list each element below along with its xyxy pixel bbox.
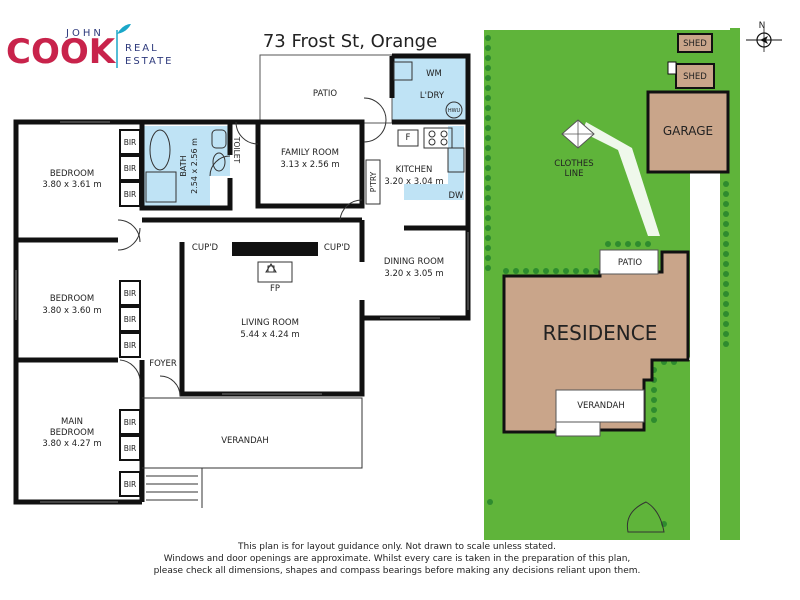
label-line: LINE [565,169,584,179]
house-plan: BEDROOM 3.80 x 3.61 m BEDROOM 3.80 x 3.6… [13,53,471,508]
size-family: 3.13 x 2.56 m [280,160,339,170]
label-wm: WM [426,69,442,79]
size-kitchen: 3.20 x 3.04 m [384,177,443,187]
label-main-bedroom-1: MAIN [61,417,83,427]
label-cupd-2: CUP'D [324,243,351,253]
label-bir: BIR [124,418,137,427]
label-main-bedroom-2: BEDROOM [50,428,94,438]
label-bir: BIR [124,164,137,173]
shed-1 [677,33,713,53]
label-verandah: VERANDAH [221,436,269,446]
address-title: 73 Frost St, Orange [263,31,437,52]
label-dining: DINING ROOM [384,257,444,267]
label-bir: BIR [124,480,137,489]
label-shed-2: SHED [683,72,707,82]
label-laundry: L'DRY [420,91,445,101]
toilet-area [210,126,230,176]
compass-icon [746,28,782,52]
label-family: FAMILY ROOM [281,148,339,158]
label-site-verandah: VERANDAH [577,401,625,411]
label-site-patio: PATIO [618,258,642,268]
driveway [690,172,720,540]
label-patio: PATIO [313,89,337,99]
label-bir: BIR [124,315,137,324]
label-bir: BIR [124,138,137,147]
label-foyer: FOYER [149,359,177,369]
fireplace-wall [232,242,318,256]
logo-estate: ESTATE [125,56,174,67]
label-bath: BATH [179,155,188,176]
label-toilet: TOILET [232,136,241,164]
kitchen-bench [404,126,464,200]
size-bedroom-1: 3.80 x 3.61 m [42,180,101,190]
size-living: 5.44 x 4.24 m [240,330,299,340]
shed-2 [675,63,715,89]
label-compass-n: N [759,21,766,31]
garden-bed [626,501,665,533]
size-bedroom-2: 3.80 x 3.60 m [42,306,101,316]
label-living: LIVING ROOM [241,318,299,328]
site-verandah [555,389,645,423]
label-bedroom-1: BEDROOM [50,169,94,179]
logo-john: JOHN [65,28,104,39]
label-dw: DW [449,191,465,201]
label-cupd-1: CUP'D [192,243,219,253]
label-fridge: F [406,133,411,143]
label-kitchen: KITCHEN [396,165,433,175]
label-garage: GARAGE [663,124,713,138]
leaf-icon [117,24,131,34]
label-clothes: CLOTHES [554,159,593,169]
logo-cook: COOK [6,32,117,72]
laundry-area [392,58,468,120]
logo-real: REAL [125,43,159,54]
size-dining: 3.20 x 3.05 m [384,269,443,279]
disclaimer-line-2: Windows and door openings are approximat… [164,554,631,564]
site-plan: GARAGE SHED SHED CLOTHES LINE PATIO VERA… [484,21,782,540]
size-main-bedroom: 3.80 x 4.27 m [42,439,101,449]
label-bedroom-2: BEDROOM [50,294,94,304]
garage [646,90,730,174]
label-bir: BIR [124,289,137,298]
label-residence: RESIDENCE [543,321,658,345]
disclaimer-line-3: please check all dimensions, shapes and … [154,566,641,576]
label-shed-1: SHED [683,39,707,49]
label-fp: FP [270,284,280,294]
label-bir: BIR [124,444,137,453]
label-hwu: HWU [448,108,461,114]
path [582,122,660,236]
label-bir: BIR [124,190,137,199]
site-patio [599,249,659,275]
logo: COOK JOHN REAL ESTATE [6,24,174,72]
size-bath: 2.54 x 2.56 m [190,138,199,194]
disclaimer-line-1: This plan is for layout guidance only. N… [237,542,556,552]
label-bir: BIR [124,341,137,350]
label-pantry: P'TRY [369,171,378,192]
